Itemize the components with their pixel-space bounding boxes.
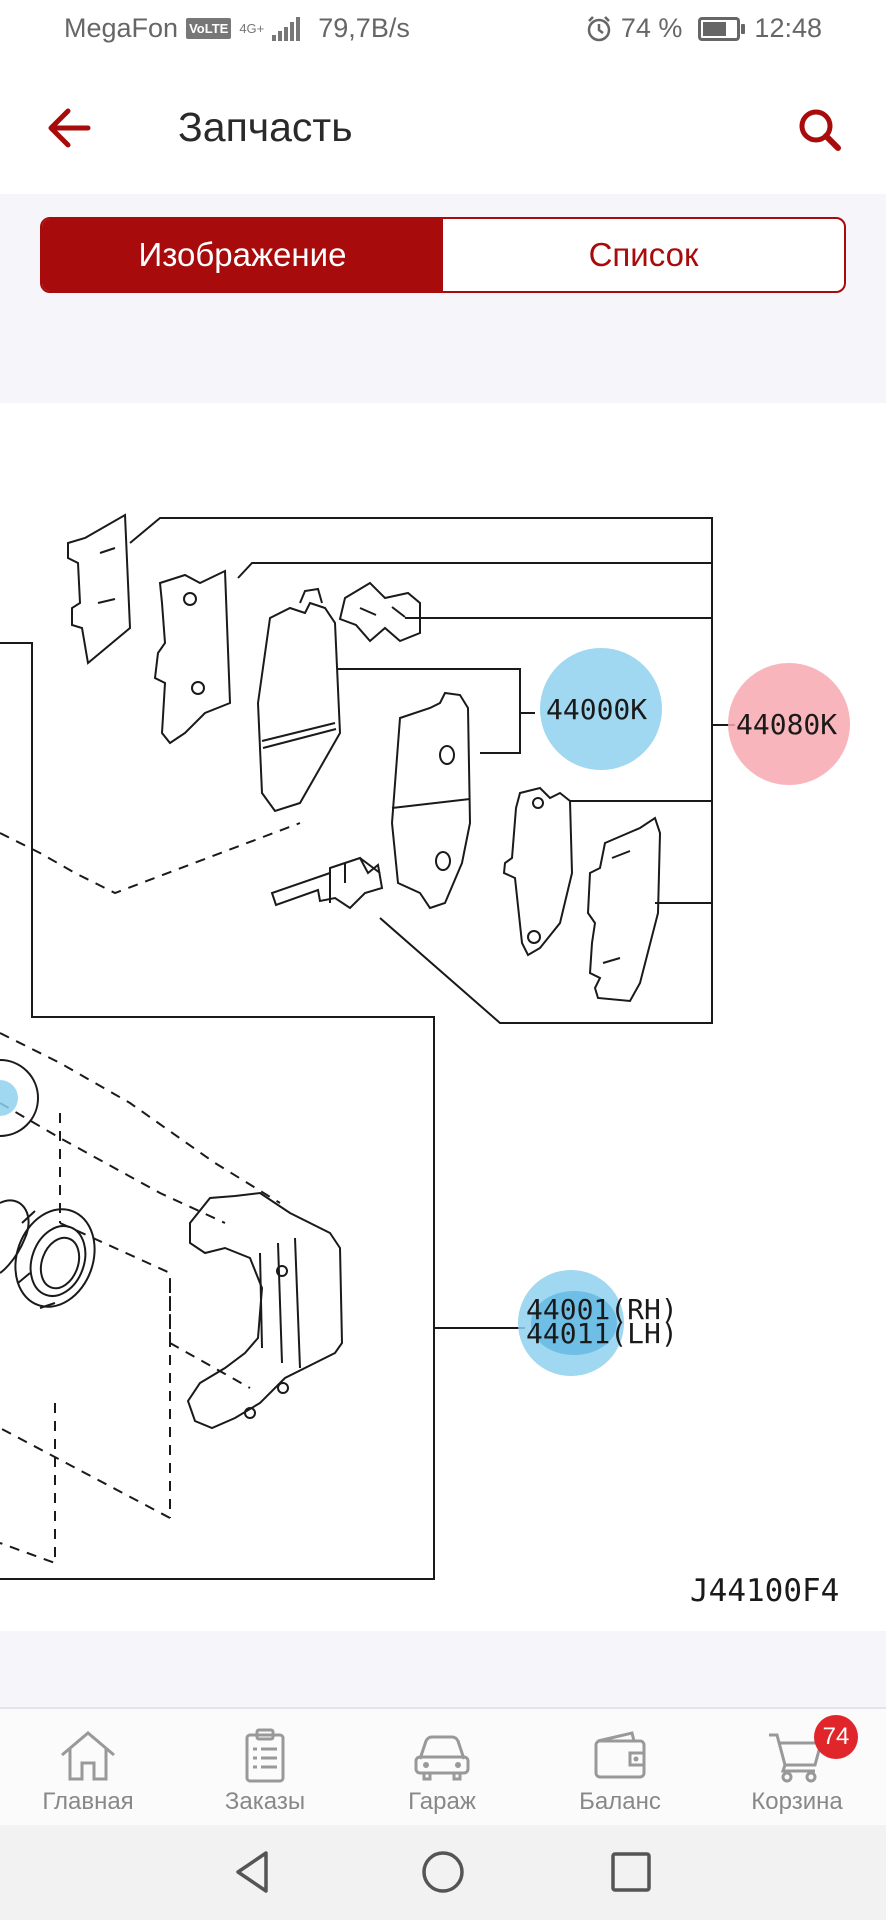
callout-44080k[interactable]: 44080K (736, 708, 837, 741)
nav-cart[interactable]: 74 Корзина (712, 1709, 882, 1827)
search-icon (799, 109, 841, 151)
tab-image[interactable]: Изображение (42, 219, 443, 291)
clock: 12:48 (754, 13, 822, 43)
wallet-icon (594, 1731, 646, 1779)
view-toggle: Изображение Список (40, 217, 846, 293)
system-back-icon[interactable] (228, 1847, 278, 1897)
system-home-icon[interactable] (418, 1847, 468, 1897)
nav-garage[interactable]: Гараж (357, 1709, 527, 1827)
parts-diagram[interactable]: 44000K 44080K 44001(RH) 44011(LH) J44100… (0, 403, 886, 1631)
diagram-code: J44100F4 (690, 1573, 839, 1609)
status-bar: MegaFon VoLTE 4G+ 79,7B/s 74 % 12:48 (0, 0, 886, 62)
carrier-name: MegaFon (64, 13, 179, 43)
callout-highlight-44011 (531, 1291, 617, 1355)
system-recents-icon[interactable] (606, 1847, 656, 1897)
battery-percent: 74 % (620, 13, 683, 43)
page-title: Запчасть (178, 104, 353, 150)
nav-balance[interactable]: Баланс (535, 1709, 705, 1827)
network-speed: 79,7B/s (318, 13, 410, 43)
network-type: 4G+ (239, 20, 265, 36)
volte-indicator: VoLTE (186, 18, 232, 39)
nav-label: Баланс (579, 1788, 661, 1815)
home-icon (61, 1731, 115, 1781)
callout-highlight-44080k[interactable] (728, 663, 850, 785)
system-navigation-bar (0, 1825, 886, 1920)
battery-icon (698, 16, 746, 41)
orders-icon (245, 1728, 285, 1783)
nav-label: Главная (42, 1788, 134, 1815)
status-right: 74 % 12:48 (585, 13, 822, 44)
callout-highlight-44000k[interactable] (540, 648, 662, 770)
nav-label: Корзина (751, 1788, 843, 1815)
nav-label: Гараж (408, 1788, 476, 1815)
callout-44011[interactable]: 44011(LH) (526, 1317, 678, 1350)
search-button[interactable] (790, 100, 850, 160)
nav-orders[interactable]: Заказы (180, 1709, 350, 1827)
callout-highlight-edge (0, 1080, 18, 1116)
callout-44001[interactable]: 44001(RH) (526, 1293, 678, 1326)
arrow-left-icon (48, 108, 91, 148)
nav-home[interactable]: Главная (3, 1709, 173, 1827)
tab-list[interactable]: Список (588, 236, 699, 273)
callout-44000k[interactable]: 44000K (546, 693, 647, 726)
nav-label: Заказы (224, 1788, 306, 1815)
app-bar: Запчасть (0, 62, 886, 194)
battery-fill (703, 21, 727, 36)
status-left: MegaFon VoLTE 4G+ 79,7B/s (64, 13, 410, 44)
cart-badge: 74 (814, 1715, 858, 1759)
alarm-icon (587, 15, 611, 41)
bottom-navigation: Главная Заказы Гараж Баланс (0, 1707, 886, 1827)
back-button[interactable] (40, 98, 100, 158)
car-icon (414, 1735, 470, 1781)
signal-icon (272, 16, 301, 41)
diagram-canvas: 44000K 44080K 44001(RH) 44011(LH) J44100… (0, 513, 850, 1609)
